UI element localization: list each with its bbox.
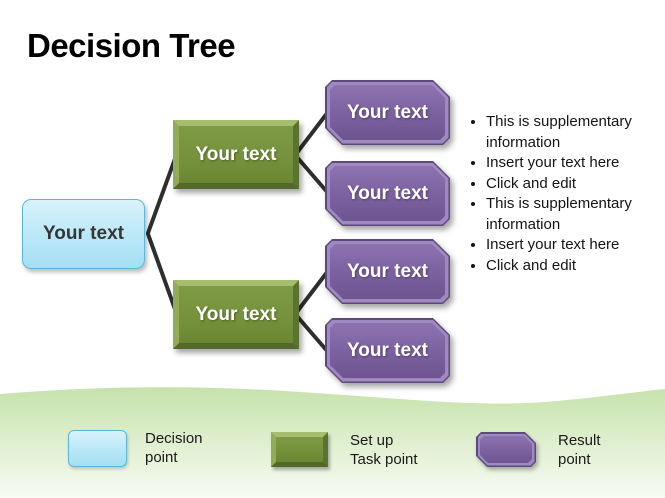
leaf-result-label-2: Your text bbox=[347, 182, 428, 204]
note-item[interactable]: Insert your text here bbox=[486, 235, 665, 256]
root-decision-box[interactable]: Your text bbox=[22, 199, 145, 269]
legend-result-label-line1: Result bbox=[558, 432, 601, 449]
note-item[interactable]: Click and edit bbox=[486, 174, 665, 195]
legend-decision-swatch bbox=[68, 430, 127, 467]
branch-task-label-1: Your text bbox=[195, 143, 277, 165]
legend-task-label-line1: Set up bbox=[350, 432, 394, 449]
note-item[interactable]: This is supplementary information bbox=[486, 112, 665, 153]
legend-result-swatch bbox=[476, 432, 536, 467]
legend-task-swatch bbox=[271, 432, 328, 467]
connector-line bbox=[294, 269, 330, 315]
legend-result-label: Result point bbox=[558, 431, 601, 469]
leaf-result-label-4: Your text bbox=[347, 339, 428, 361]
leaf-result-box-1[interactable]: Your text bbox=[325, 80, 450, 145]
legend-decision-label-line2: point bbox=[145, 449, 178, 466]
note-item[interactable]: Insert your text here bbox=[486, 153, 665, 174]
branch-task-box-2[interactable]: Your text bbox=[173, 280, 299, 349]
notes-list[interactable]: This is supplementary information Insert… bbox=[470, 112, 665, 276]
branch-task-label-2: Your text bbox=[195, 303, 277, 325]
note-item[interactable]: This is supplementary information bbox=[486, 194, 665, 235]
legend-decision-label-line1: Decision bbox=[145, 430, 203, 447]
legend-task-label: Set up Task point bbox=[350, 431, 418, 469]
connector-line bbox=[146, 154, 178, 235]
note-item[interactable]: Click and edit bbox=[486, 256, 665, 277]
connector-line bbox=[294, 110, 330, 156]
leaf-result-label-1: Your text bbox=[347, 101, 428, 123]
wave-background bbox=[0, 387, 665, 498]
root-decision-label: Your text bbox=[43, 223, 124, 244]
legend-task-label-line2: Task point bbox=[350, 451, 418, 468]
connector-line bbox=[294, 313, 330, 354]
leaf-result-label-3: Your text bbox=[347, 260, 428, 282]
leaf-result-box-2[interactable]: Your text bbox=[325, 161, 450, 226]
connector-line bbox=[146, 232, 178, 314]
leaf-result-box-4[interactable]: Your text bbox=[325, 318, 450, 383]
leaf-result-box-3[interactable]: Your text bbox=[325, 239, 450, 304]
legend-decision-label: Decision point bbox=[145, 429, 203, 467]
branch-task-box-1[interactable]: Your text bbox=[173, 120, 299, 189]
slide-title: Decision Tree bbox=[27, 27, 236, 64]
legend-result-label-line2: point bbox=[558, 451, 591, 468]
connector-line bbox=[294, 154, 330, 195]
